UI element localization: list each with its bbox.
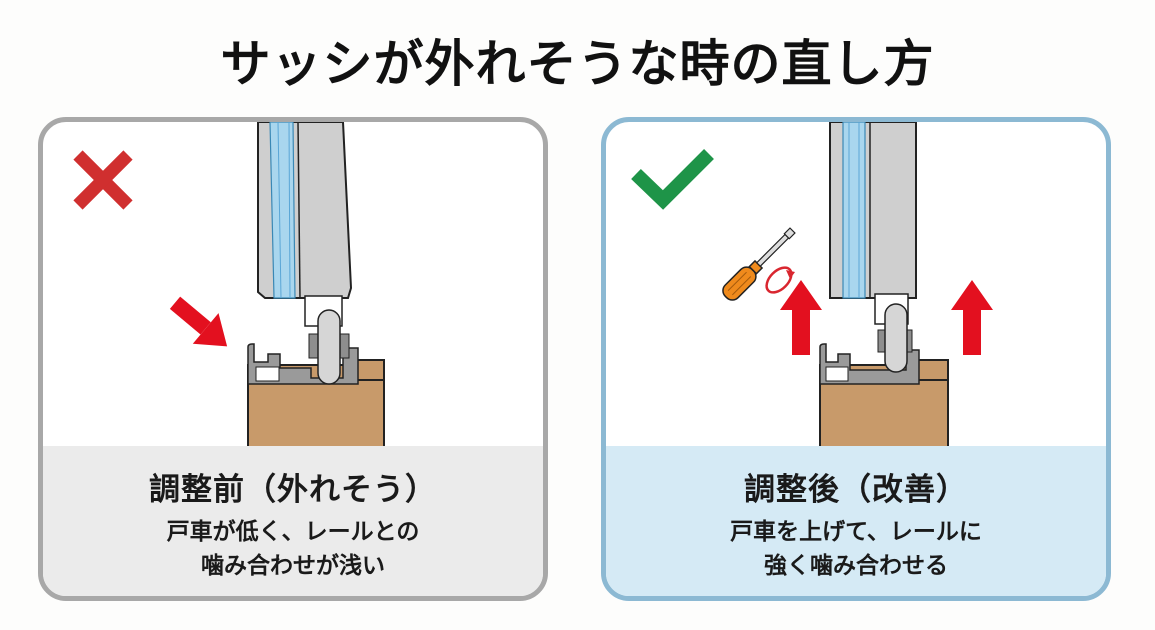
description-line: 戸車を上げて、レールに <box>730 519 982 545</box>
screwdriver-icon <box>722 227 796 301</box>
caption-description: 戸車を上げて、レールに 強く噛み合わせる <box>606 515 1106 583</box>
caption-title: 調整後（改善） <box>744 472 968 508</box>
description-line: 噛み合わせが浅い <box>201 553 385 579</box>
check-icon <box>631 149 714 210</box>
cross-icon <box>73 150 133 210</box>
rail-icon <box>247 343 385 448</box>
sash-diagram-after <box>631 122 993 448</box>
caption-title: 調整前（外れそう） <box>149 472 437 508</box>
arrow-down-right-icon <box>169 296 228 347</box>
page-title: サッシが外れそうな時の直し方 <box>220 35 935 93</box>
description-line: 強く噛み合わせる <box>764 553 948 579</box>
rail-icon <box>819 343 949 448</box>
rotate-icon <box>765 266 795 294</box>
door-roller-icon <box>877 303 913 373</box>
caption-description: 戸車が低く、レールとの 噛み合わせが浅い <box>43 515 543 583</box>
description-line: 戸車が低く、レールとの <box>166 519 420 545</box>
arrow-up-icon <box>951 280 993 355</box>
caption-after: 調整後（改善） 戸車を上げて、レールに 強く噛み合わせる <box>606 446 1106 596</box>
window-sash-icon <box>829 122 917 325</box>
window-sash-icon <box>257 122 353 327</box>
arrow-up-icon <box>780 280 822 355</box>
panel-after-adjustment: 調整後（改善） 戸車を上げて、レールに 強く噛み合わせる <box>601 117 1111 601</box>
door-roller-icon <box>308 309 350 385</box>
caption-before: 調整前（外れそう） 戸車が低く、レールとの 噛み合わせが浅い <box>43 446 543 596</box>
panel-before-adjustment: 調整前（外れそう） 戸車が低く、レールとの 噛み合わせが浅い <box>38 117 548 601</box>
sash-diagram-before <box>73 122 385 448</box>
